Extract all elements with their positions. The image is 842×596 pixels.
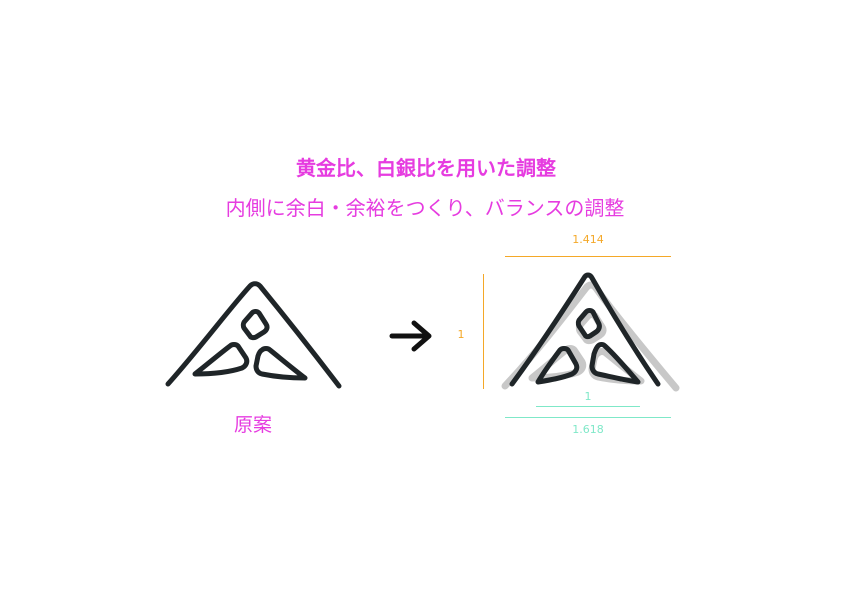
right-arrow-icon [389, 320, 432, 352]
golden-ratio-width-line [505, 417, 671, 418]
height-label: 1 [457, 328, 465, 341]
original-logo [165, 281, 342, 389]
inner-width-label: 1 [584, 390, 592, 403]
silver-ratio-width-label: 1.414 [572, 233, 604, 246]
original-caption: 原案 [233, 414, 272, 436]
subtitle: 内側に余白・余裕をつくり、バランスの調整 [225, 196, 625, 220]
adjusted-logo [501, 272, 680, 392]
golden-ratio-width-label: 1.618 [572, 423, 604, 436]
silver-ratio-width-line [505, 256, 671, 257]
adjusted-overlay [509, 272, 661, 387]
height-line [483, 274, 484, 389]
main-title: 黄金比、白銀比を用いた調整 [296, 156, 556, 180]
inner-width-line [536, 406, 640, 407]
